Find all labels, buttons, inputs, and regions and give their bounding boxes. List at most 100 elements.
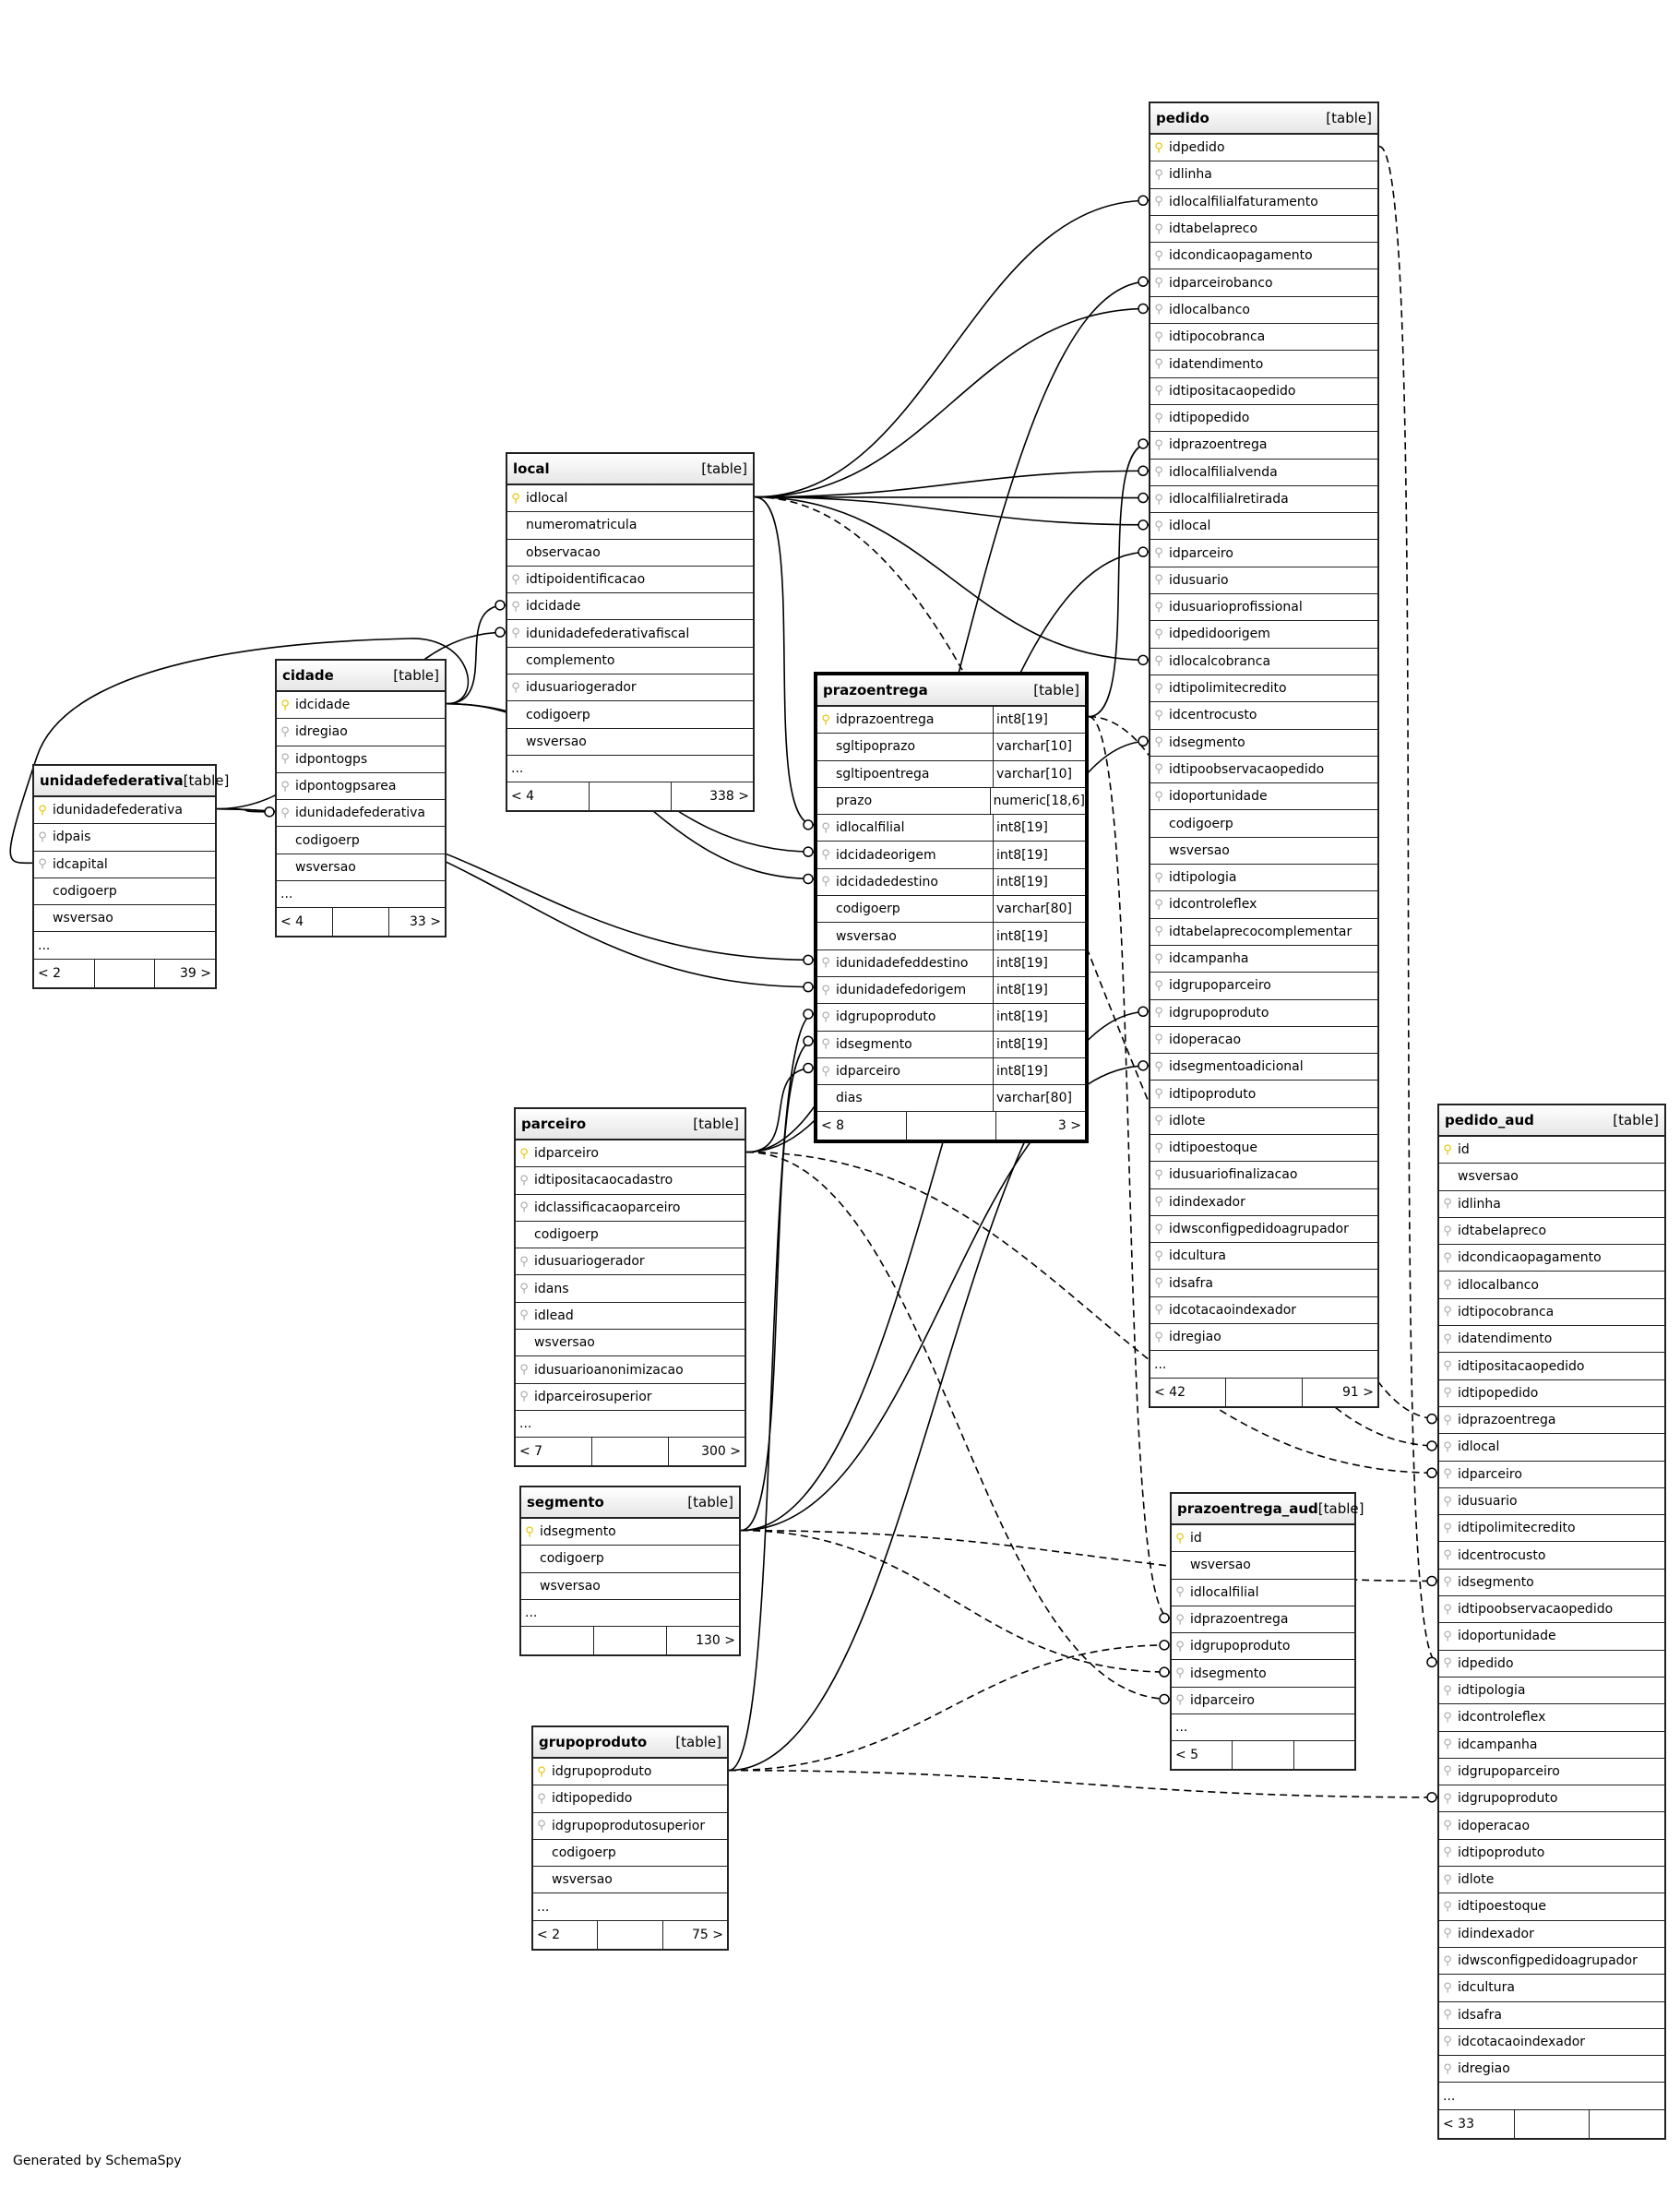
column-row[interactable]: ⚲idregiao: [277, 719, 445, 746]
children-count[interactable]: 338 >: [671, 782, 753, 811]
column-row[interactable]: ⚲idlote: [1150, 1108, 1377, 1135]
column-row[interactable]: ⚲idcultura: [1439, 1975, 1664, 2002]
column-row[interactable]: ⚲idparceiro: [1439, 1462, 1664, 1488]
column-row[interactable]: ⚲idtipoproduto: [1150, 1081, 1377, 1108]
column-row[interactable]: ⚲idtabelapreco: [1150, 216, 1377, 244]
column-row[interactable]: ⚲idsegmentoadicional: [1150, 1054, 1377, 1081]
column-row[interactable]: wsversao: [507, 729, 753, 756]
column-row[interactable]: ⚲idtipositacaopedido: [1150, 378, 1377, 405]
column-row[interactable]: ⚲idsegmento: [1172, 1660, 1354, 1688]
column-row[interactable]: ⚲idlote: [1439, 1867, 1664, 1894]
column-row[interactable]: ⚲idlinha: [1439, 1191, 1664, 1218]
column-row[interactable]: ⚲idlocalbanco: [1439, 1272, 1664, 1299]
column-row[interactable]: ⚲idcentrocusto: [1439, 1542, 1664, 1570]
column-row[interactable]: ⚲idtipocobranca: [1439, 1299, 1664, 1327]
column-row[interactable]: ⚲idlocalfilialretirada: [1150, 486, 1377, 514]
column-row[interactable]: ⚲idpedidoorigem: [1150, 621, 1377, 649]
column-row[interactable]: codigoerp: [1150, 810, 1377, 838]
column-row[interactable]: ⚲idsegmento: [1439, 1570, 1664, 1597]
column-row[interactable]: ⚲idusuariogerador: [507, 675, 753, 702]
column-row[interactable]: ⚲idparceiro: [516, 1140, 745, 1168]
table-uf[interactable]: unidadefederativa[table]⚲idunidadefedera…: [32, 764, 229, 989]
column-row[interactable]: ⚲idlocalcobranca: [1150, 649, 1377, 675]
column-row[interactable]: ⚲idtipopedido: [1150, 405, 1377, 433]
column-row[interactable]: ⚲idusuarioprofissional: [1150, 594, 1377, 622]
column-row[interactable]: ⚲idsegmento: [1150, 730, 1377, 757]
children-count[interactable]: [1589, 2109, 1664, 2138]
column-row[interactable]: ⚲idtipositacaopedido: [1439, 1353, 1664, 1380]
column-row[interactable]: ⚲idcampanha: [1439, 1732, 1664, 1759]
children-count[interactable]: 130 >: [666, 1627, 739, 1655]
column-row[interactable]: ⚲idunidadefederativafiscal: [507, 620, 753, 648]
children-count[interactable]: 39 >: [154, 959, 215, 987]
column-row[interactable]: wsversao: [1150, 838, 1377, 866]
column-row[interactable]: ⚲idlocal: [1439, 1434, 1664, 1462]
column-row[interactable]: ⚲idsafra: [1439, 2002, 1664, 2029]
column-row[interactable]: ⚲idprazoentrega: [1439, 1407, 1664, 1435]
parents-count[interactable]: < 2: [537, 1927, 561, 1942]
table-pedido[interactable]: pedido[table]⚲idpedido⚲idlinha⚲idlocalfi…: [1149, 101, 1379, 1408]
column-row[interactable]: ⚲idoperacao: [1439, 1812, 1664, 1840]
column-row[interactable]: ⚲idlocalbanco: [1150, 297, 1377, 325]
column-row[interactable]: numeromatricula: [507, 512, 753, 540]
column-row[interactable]: ⚲idcotacaoindexador: [1439, 2029, 1664, 2057]
table-parceiro[interactable]: parceiro[table]⚲idparceiro⚲idtipositacao…: [514, 1107, 746, 1468]
column-row[interactable]: ⚲idpedido: [1150, 135, 1377, 162]
column-row[interactable]: codigoerp: [277, 827, 445, 854]
column-row[interactable]: ⚲idusuarioanonimizacao: [516, 1356, 745, 1384]
column-row[interactable]: ⚲idusuario: [1439, 1488, 1664, 1516]
parents-count[interactable]: < 42: [1154, 1384, 1186, 1400]
column-row[interactable]: ⚲idprazoentrega: [1172, 1606, 1354, 1634]
column-row[interactable]: ⚲idpedido: [1439, 1651, 1664, 1678]
column-row[interactable]: ⚲idcotacaoindexador: [1150, 1297, 1377, 1325]
table-cidade[interactable]: cidade[table]⚲idcidade⚲idregiao⚲idpontog…: [275, 659, 447, 938]
column-row[interactable]: ⚲idwsconfigpedidoagrupador: [1150, 1216, 1377, 1244]
column-row[interactable]: ⚲idtipoobservacaopedido: [1150, 757, 1377, 784]
column-row[interactable]: ⚲idgrupoproduto: [1150, 1000, 1377, 1027]
column-row[interactable]: ⚲idindexador: [1439, 1921, 1664, 1948]
column-row[interactable]: ⚲idlead: [516, 1303, 745, 1331]
column-row[interactable]: codigoerp: [34, 878, 215, 906]
column-row[interactable]: ⚲idatendimento: [1150, 351, 1377, 378]
column-row[interactable]: wsversao: [1172, 1552, 1354, 1580]
column-row[interactable]: ⚲idans: [516, 1275, 745, 1303]
column-row[interactable]: ⚲idcontroleflex: [1439, 1704, 1664, 1732]
children-count[interactable]: 91 >: [1301, 1378, 1377, 1406]
parents-count[interactable]: < 7: [519, 1444, 543, 1460]
column-row[interactable]: ⚲idtipolimitecredito: [1150, 675, 1377, 703]
children-count[interactable]: 300 >: [668, 1438, 745, 1466]
column-row[interactable]: ⚲idtipoestoque: [1439, 1893, 1664, 1921]
column-row[interactable]: ⚲idparceiro: [1150, 540, 1377, 567]
column-row[interactable]: ⚲idindexador: [1150, 1189, 1377, 1216]
column-row[interactable]: ⚲idtipoproduto: [1439, 1840, 1664, 1868]
column-row[interactable]: ⚲idprazoentrega: [1150, 432, 1377, 460]
column-row[interactable]: ⚲idpontogpsarea: [277, 773, 445, 801]
column-row[interactable]: ⚲idregiao: [1150, 1324, 1377, 1352]
column-row[interactable]: ⚲idgrupoproduto: [1439, 1785, 1664, 1813]
column-row[interactable]: ⚲idlocal: [507, 485, 753, 513]
column-row[interactable]: ⚲idcidade: [277, 692, 445, 720]
column-row[interactable]: ⚲idtipopedido: [533, 1785, 727, 1813]
column-row[interactable]: ⚲idparceiro: [1172, 1688, 1354, 1715]
column-row[interactable]: ⚲idtipologia: [1150, 865, 1377, 892]
column-row[interactable]: ⚲idlocalfilialvenda: [1150, 460, 1377, 486]
column-row[interactable]: ⚲idcontroleflex: [1150, 891, 1377, 919]
column-row[interactable]: ⚲idwsconfigpedidoagrupador: [1439, 1948, 1664, 1976]
column-row[interactable]: ⚲idgrupoproduto: [533, 1759, 727, 1786]
column-row[interactable]: ⚲idusuariogerador: [516, 1248, 745, 1276]
